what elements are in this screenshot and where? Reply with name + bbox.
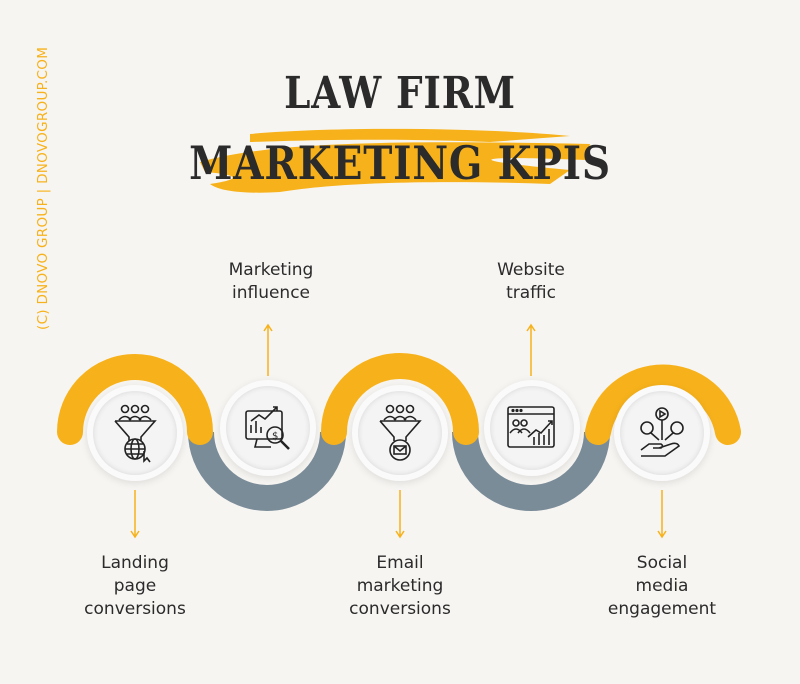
label-line: Marketing [228,260,314,280]
label-line: traffic [506,283,556,303]
orange-arc-2 [321,353,479,445]
arrow-up-2 [263,323,273,376]
title-line-2: MARKETING KPIS [189,136,611,190]
label-line: conversions [84,599,186,619]
kpi-label-landing-page: Landing page conversions [55,552,215,621]
kpi-node-email-marketing [358,391,442,475]
orange-arc-3 [585,364,741,445]
label-line: influence [231,283,311,303]
svg-text:$: $ [272,431,278,442]
label-line: Website [497,260,565,280]
arrow-down-1 [130,490,140,539]
kpi-label-website-traffic: Website traffic [451,259,611,305]
label-line: media [635,576,689,596]
kpi-label-email-marketing: Email marketing conversions [320,552,480,621]
orange-arc-1 [57,354,213,445]
label-line: Email [376,553,424,573]
label-line: marketing [356,576,444,596]
label-line: engagement [607,599,717,619]
arrow-down-5 [657,490,667,539]
label-line: page [113,576,157,596]
label-line: conversions [349,599,451,619]
gray-arc-2 [452,431,610,511]
title-line-1: LAW FIRM [284,68,516,119]
hand-social-icon [640,407,684,457]
arrow-up-4 [526,323,536,376]
gray-arc-1 [188,431,346,511]
kpi-label-social-media: Social media engagement [582,552,742,621]
kpi-node-social-media [620,391,704,475]
arrow-down-3 [395,490,405,539]
label-line: Social [636,553,688,573]
kpi-node-website-traffic [490,386,574,470]
kpi-node-marketing-influence: $ [226,386,310,470]
browser-analytics-icon [507,406,555,448]
kpi-label-marketing-influence: Marketing influence [191,259,351,305]
chart-dollar-search-icon: $ [245,406,290,450]
brush-stroke [200,128,590,193]
funnel-globe-icon [114,404,157,463]
kpi-node-landing-page [93,391,177,475]
funnel-email-icon [379,404,422,461]
label-line: Landing [101,553,169,573]
